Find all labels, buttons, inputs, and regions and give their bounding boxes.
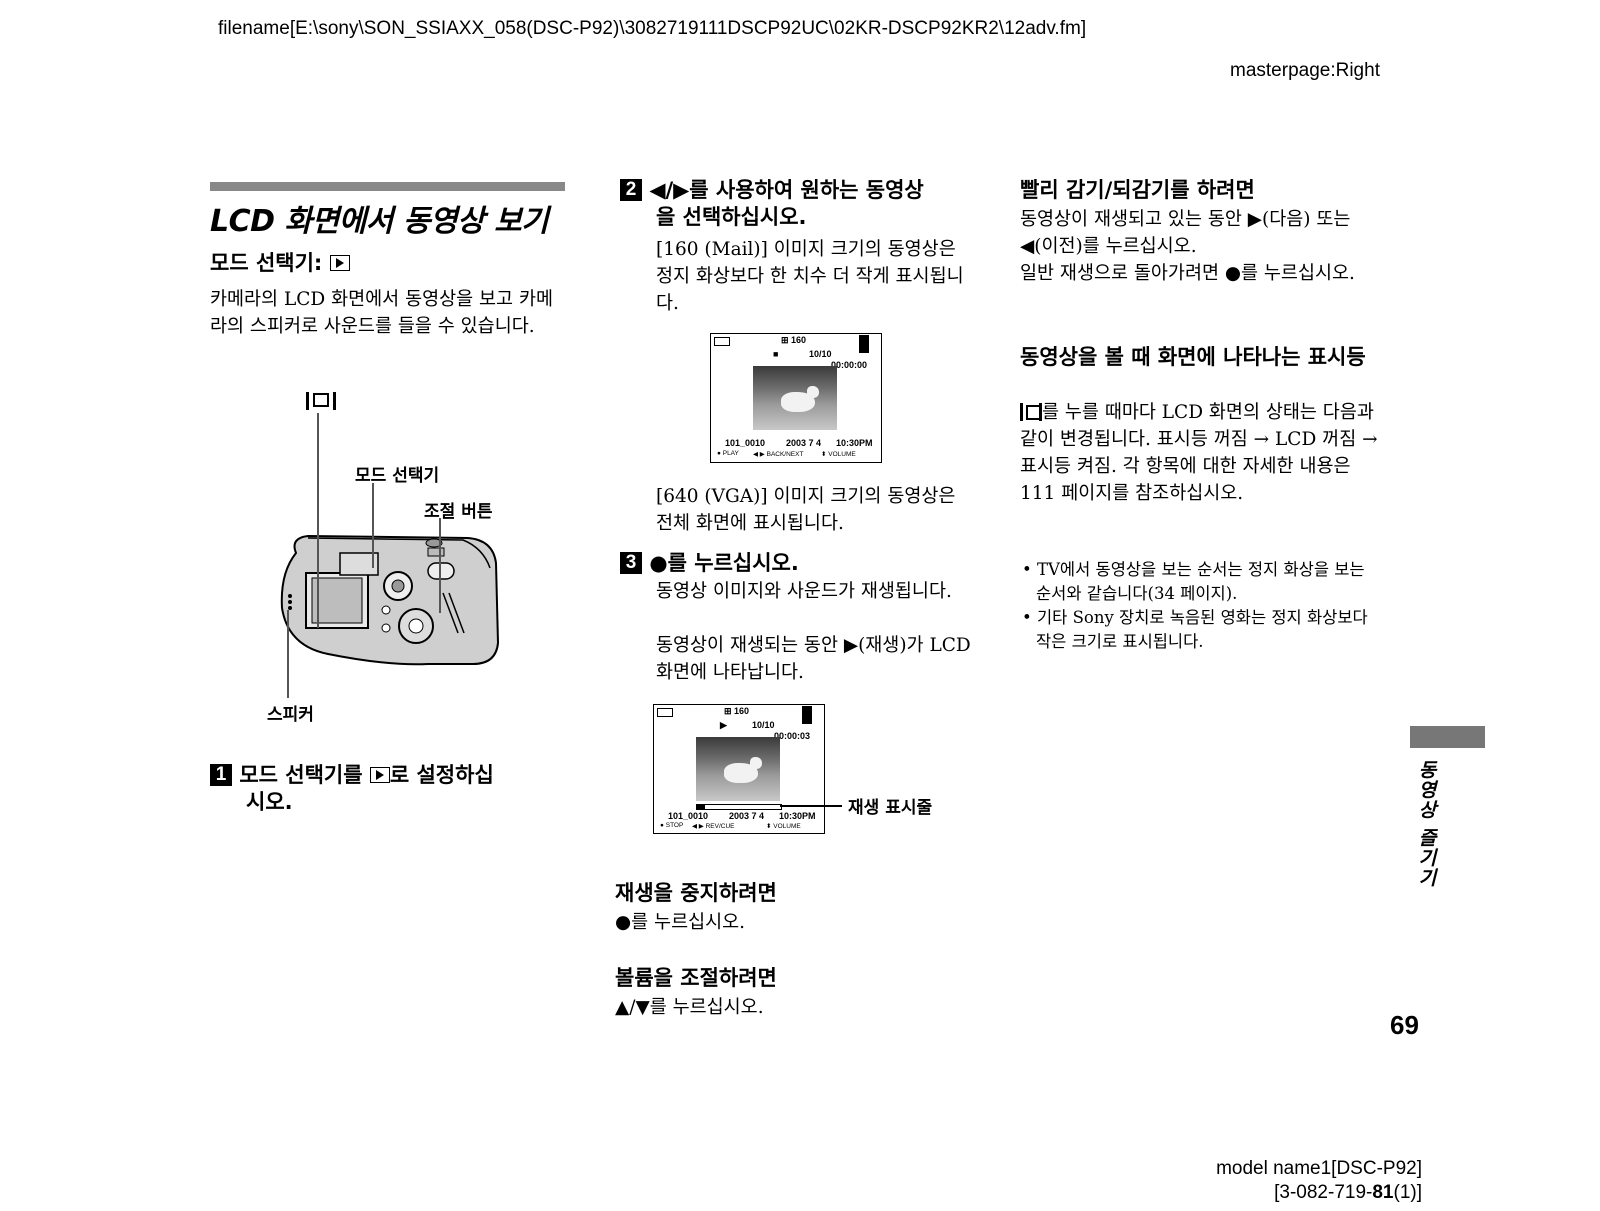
playback-mode-icon: [369, 767, 390, 783]
lcd2-size: 160: [734, 706, 750, 716]
mode-selector-label: 모드 선택기:: [210, 251, 323, 275]
footer-code-a: [3-082-719-: [1274, 1182, 1373, 1203]
side-tab-label: 동영상 즐기기: [1415, 760, 1437, 888]
lcd2-file: 101_0010: [668, 811, 709, 821]
note-1: TV에서 동영상을 보는 순서는 정지 화상을 보는 순서와 같습니다(34 페…: [1036, 560, 1365, 603]
step-3-body-1: 동영상 이미지와 사운드가 재생됩니다.: [656, 581, 952, 602]
step-1-text-a: 모드 선택기를: [239, 763, 363, 787]
movie-size-icon: ⊞ 160: [781, 335, 807, 345]
playback-bar: [696, 804, 782, 810]
step-2-body-2: [640 (VGA)] 이미지 크기의 동영상은 전체 화면에 표시됩니다.: [656, 486, 956, 534]
lcd2-guide-c: ⬍ VOLUME: [766, 823, 801, 830]
lcd1-guide-a: ● PLAY: [717, 450, 739, 457]
step-2: 2 ◀/▶를 사용하여 원하는 동영상 을 선택하십시오.: [620, 177, 980, 231]
lcd2-counter: 10/10: [752, 720, 775, 730]
volume-body: ▲/▼를 누르십시오.: [615, 997, 764, 1018]
lcd1-file: 101_0010: [725, 438, 766, 448]
footer-code: [3-082-719-81(1)]: [1274, 1182, 1422, 1204]
step-2-title-b: 을 선택하십시오.: [656, 205, 807, 229]
step-3-title: ●를 누르십시오.: [649, 551, 799, 575]
movie-thumbnail: [753, 366, 837, 430]
movie-thumbnail: [696, 737, 780, 801]
list-item: • TV에서 동영상을 보는 순서는 정지 화상을 보는 순서와 같습니다(34…: [1022, 560, 1365, 603]
playback-bar-fill: [697, 805, 706, 809]
footer-code-c: (1)]: [1393, 1182, 1423, 1203]
step-3-number: 3: [620, 552, 642, 574]
label-mode-selector: 모드 선택기: [355, 466, 440, 486]
label-playback-bar: 재생 표시줄: [848, 798, 933, 818]
lcd1-guide-b: ◀ ▶ BACK/NEXT: [753, 451, 804, 458]
label-speaker: 스피커: [267, 705, 314, 725]
lcd2-clock: 10:30PM: [779, 811, 816, 821]
lcd2-time: 00:00:03: [774, 731, 811, 741]
camera-drawing: [280, 392, 500, 698]
header-masterpage: masterpage:Right: [1230, 60, 1380, 81]
battery-icon: [714, 337, 730, 346]
ffrew-body-2: 일반 재생으로 돌아가려면 ●를 누르십시오.: [1020, 263, 1355, 284]
lcd2-guide-b: ◀ ▶ REV/CUE: [692, 823, 735, 830]
page-number: 69: [1390, 1010, 1419, 1040]
lcd1-date: 2003 7 4: [786, 438, 822, 448]
section-title-block: LCD 화면에서 동영상 보기: [210, 196, 590, 240]
lcd2-status: ▶: [720, 720, 727, 730]
lcd2-date: 2003 7 4: [729, 811, 765, 821]
stop-body: ●를 누르십시오.: [615, 912, 746, 933]
memory-stick-icon: [802, 706, 812, 724]
intro-text: 카메라의 LCD 화면에서 동영상을 보고 카메라의 스피커로 사운드를 들을 …: [210, 289, 553, 337]
stop-heading: 재생을 중지하려면: [615, 881, 777, 905]
mode-selector-heading: 모드 선택기:: [210, 250, 350, 276]
indicators-heading: 동영상을 볼 때 화면에 나타나는 표시등: [1020, 345, 1366, 369]
header-filename: filename[E:\sony\SON_SSIAXX_058(DSC-P92)…: [218, 18, 1087, 39]
camera-illustration: [268, 388, 568, 718]
step-1-text-b: 로 설정하십: [389, 763, 494, 787]
side-tab-bar: [1410, 726, 1485, 748]
volume-heading: 볼륨을 조절하려면: [615, 966, 777, 990]
label-control-button: 조절 버튼: [424, 502, 493, 522]
step-3-body-2: 동영상이 재생되는 동안 ▶(재생)가 LCD 화면에 나타납니다.: [656, 635, 971, 683]
playback-bar-callout-line: [780, 805, 842, 807]
step-3: 3 ●를 누르십시오.: [620, 550, 980, 577]
step-1-number: 1: [210, 764, 232, 786]
battery-icon: [657, 708, 673, 717]
indicators-body: 를 누를 때마다 LCD 화면의 상태는 다음과 같이 변경됩니다. 표시등 꺼…: [1020, 402, 1378, 504]
playback-mode-icon: [329, 255, 350, 271]
step-2-number: 2: [620, 179, 642, 201]
page-title: LCD 화면에서 동영상 보기: [210, 204, 549, 239]
lcd1-counter: 10/10: [809, 349, 832, 359]
display-button-icon: [1020, 403, 1042, 421]
step-2-title-a: ◀/▶를 사용하여 원하는 동영상: [649, 178, 924, 202]
footer-model: model name1[DSC-P92]: [1216, 1158, 1422, 1179]
memory-stick-icon: [859, 335, 869, 353]
lcd1-status: ■: [773, 349, 779, 359]
lcd1-clock: 10:30PM: [836, 438, 873, 448]
notes-list: • TV에서 동영상을 보는 순서는 정지 화상을 보는 순서와 같습니다(34…: [1020, 558, 1380, 654]
lcd1-size: 160: [791, 335, 807, 345]
step-2-body-1: [160 (Mail)] 이미지 크기의 동영상은 정지 화상보다 한 치수 더…: [656, 239, 964, 314]
ffrew-heading: 빨리 감기/되감기를 하려면: [1020, 178, 1255, 202]
lcd1-guide-c: ⬍ VOLUME: [821, 451, 856, 458]
lcd-screen-playback: ⊞ 160 ▶ 10/10 00:00:03 101_0010 2003 7 4…: [653, 704, 825, 834]
lcd1-time: 00:00:00: [831, 360, 868, 370]
lcd2-guide-a: ● STOP: [660, 822, 684, 829]
step-1-text-c: 시오.: [246, 790, 293, 814]
footer-code-b: 81: [1372, 1182, 1394, 1203]
list-item: • 기타 Sony 장치로 녹음된 영화는 정지 화상보다 작은 크기로 표시됩…: [1022, 608, 1368, 651]
step-1: 1 모드 선택기를 로 설정하십 시오.: [210, 762, 570, 816]
lcd-screen-still-view: ⊞ 160 ■ 10/10 00:00:00 101_0010 2003 7 4…: [710, 333, 882, 463]
title-rule: [210, 182, 565, 191]
indicators-paragraph: 를 누를 때마다 LCD 화면의 상태는 다음과 같이 변경됩니다. 표시등 꺼…: [1020, 399, 1378, 507]
ffrew-body-1: 동영상이 재생되고 있는 동안 ▶(다음) 또는 ◀(이전)를 누르십시오.: [1020, 209, 1351, 257]
movie-size-icon: ⊞ 160: [724, 706, 750, 716]
note-2: 기타 Sony 장치로 녹음된 영화는 정지 화상보다 작은 크기로 표시됩니다…: [1036, 608, 1368, 651]
